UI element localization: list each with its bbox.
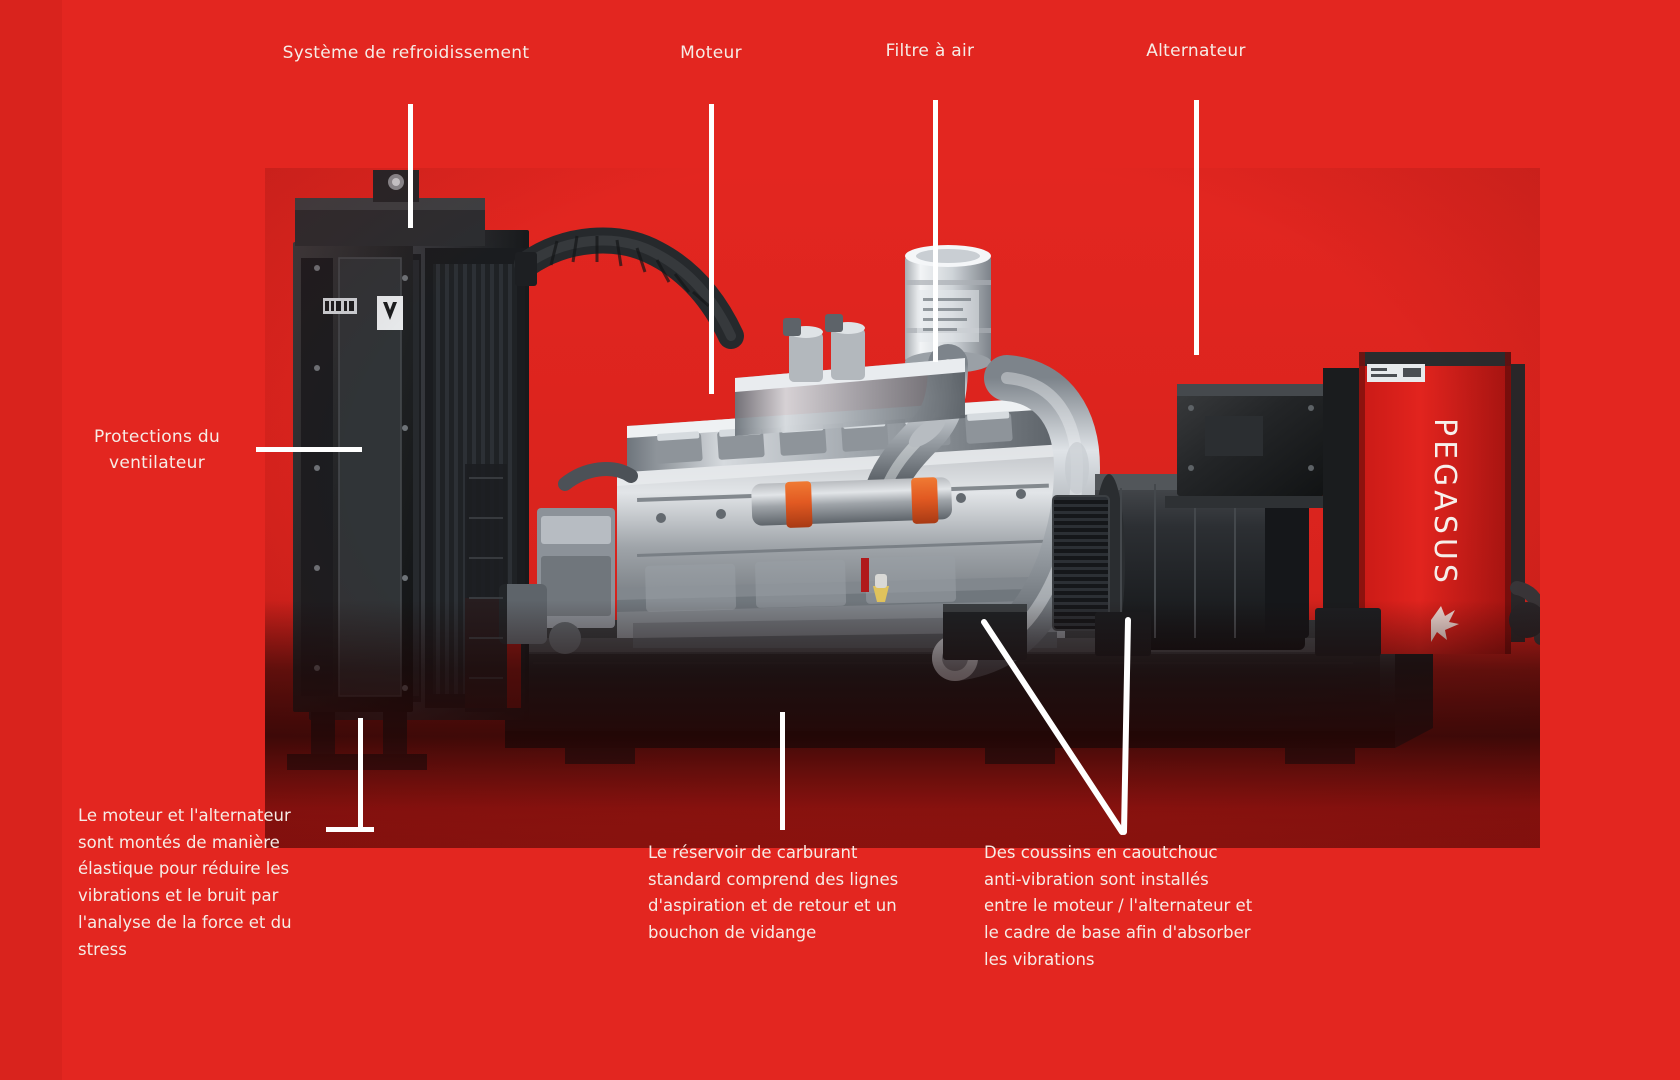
label-fan-guards: Protections du ventilateur [62, 425, 252, 476]
leader-engine [709, 104, 714, 394]
paragraph-fuel-tank-line-3: bouchon de vidange [648, 923, 817, 943]
paragraph-elastic-mounts-line-5: stress [78, 939, 127, 959]
paragraph-elastic-mounts-line-2: élastique pour réduire les [78, 859, 290, 879]
paragraph-elastic-mounts-line-1: sont montés de manière [78, 832, 280, 852]
paragraph-elastic-mounts-line-4: l'analyse de la force et du [78, 912, 292, 932]
fan-guard [465, 464, 507, 712]
paragraph-anti-vibration-line-3: le cadre de base afin d'absorber [984, 923, 1251, 943]
pegasus-wordmark: PEGASUS [1427, 418, 1462, 587]
leader-fuel-tank [780, 712, 785, 830]
label-cooling-system: Système de refroidissement [282, 43, 530, 63]
label-fan-guards-line2: ventilateur [108, 452, 205, 473]
generator-photo: PEGASUS [265, 168, 1540, 848]
paragraph-anti-vibration-line-4: les vibrations [984, 949, 1095, 969]
paragraph-elastic-mounts-line-0: Le moteur et l'alternateur [78, 806, 291, 825]
leader-elastic-mounts-vertical [358, 718, 363, 830]
leader-air-filter [933, 100, 938, 362]
paragraph-anti-vibration-line-1: anti-vibration sont installés [984, 869, 1209, 889]
label-alternator: Alternateur [1146, 41, 1246, 61]
control-panel: PEGASUS [1323, 352, 1525, 654]
left-color-band [0, 0, 62, 1080]
leader-alternator [1194, 100, 1199, 355]
paragraph-fuel-tank-line-2: d'aspiration et de retour et un [648, 896, 897, 916]
intake-manifold [735, 314, 965, 528]
paragraph-elastic-mounts-line-3: vibrations et le bruit par [78, 886, 279, 906]
paragraph-anti-vibration-line-0: Des coussins en caoutchouc [984, 843, 1218, 862]
leader-anti-vibration-pair [981, 617, 1131, 835]
paragraph-anti-vibration: Des coussins en caoutchouc anti-vibratio… [984, 840, 1256, 974]
label-engine: Moteur [680, 43, 742, 63]
leader-elastic-mounts-horizontal [326, 827, 374, 832]
paragraph-fuel-tank-line-0: Le réservoir de carburant [648, 843, 858, 862]
paragraph-anti-vibration-line-2: entre le moteur / l'alternateur et [984, 896, 1253, 916]
paragraph-fuel-tank-line-1: standard comprend des lignes [648, 869, 899, 889]
leader-cooling-system [408, 104, 413, 228]
label-fan-guards-line1: Protections du [93, 427, 221, 447]
label-air-filter: Filtre à air [885, 41, 975, 61]
paragraph-elastic-mounts: Le moteur et l'alternateur sont montés d… [78, 803, 320, 963]
leader-fan-guards [256, 447, 362, 452]
paragraph-fuel-tank: Le réservoir de carburant standard compr… [648, 840, 920, 947]
generator-illustration: PEGASUS [265, 168, 1540, 848]
